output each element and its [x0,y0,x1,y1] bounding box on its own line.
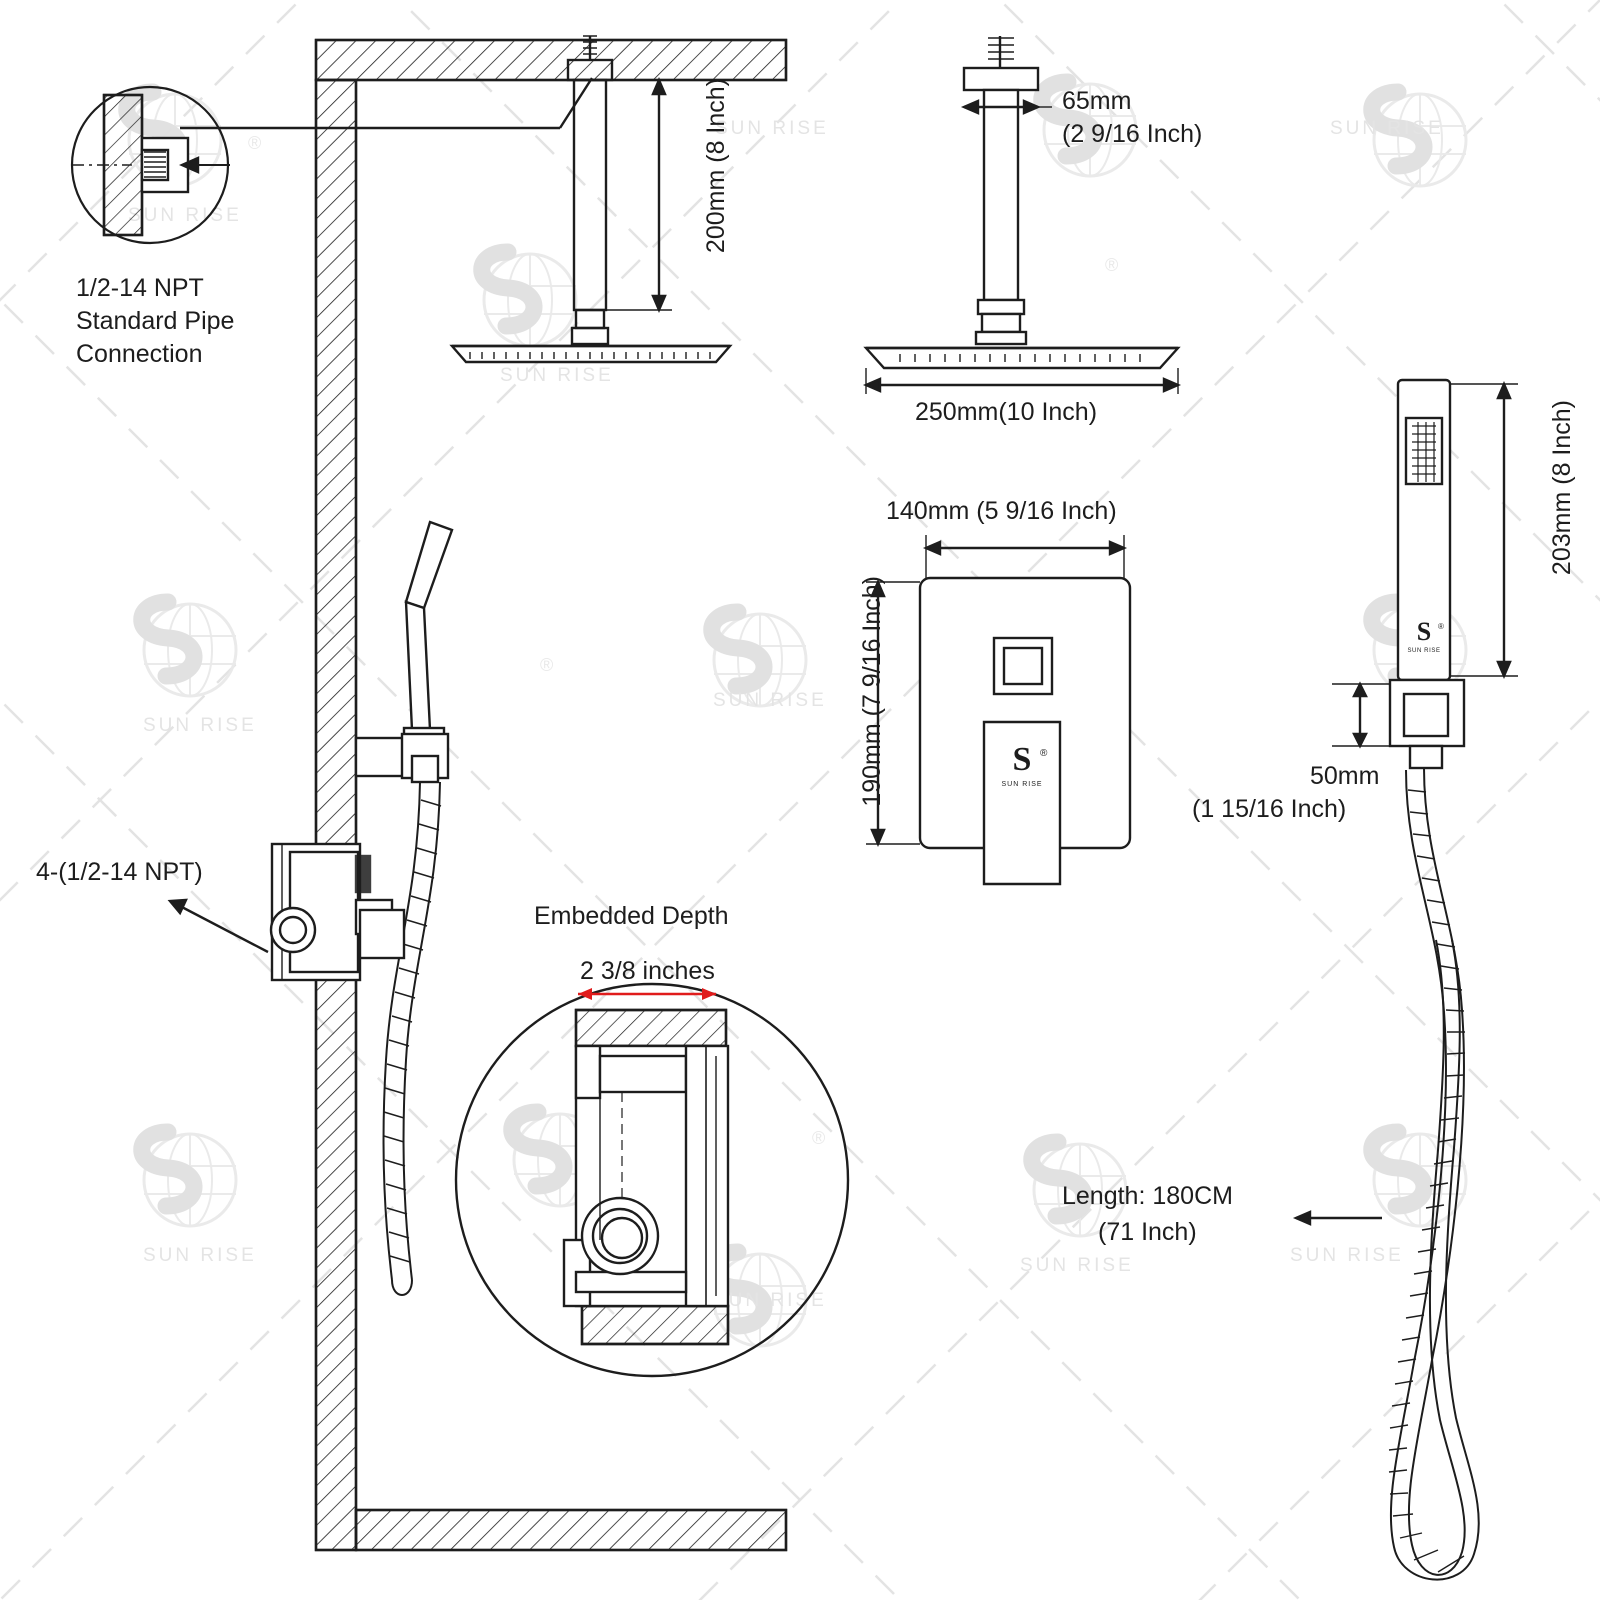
label-holder-width-inch: (1 15/16 Inch) [1192,795,1347,823]
label-hose-length-inch: (71 Inch) [1098,1218,1197,1246]
handheld-brand-logo: S ® SUN RISE [1407,617,1444,654]
label-holder-width-mm: 50mm [1310,762,1380,790]
label-valve-height: 190mm (7 9/16 Inch) [858,576,886,807]
label-embedded-depth-title: Embedded Depth [534,902,729,930]
label-head-width: 250mm(10 Inch) [915,398,1098,426]
label-handheld-length: 203mm (8 Inch) [1548,400,1576,576]
label-arm-diameter-mm: 65mm [1062,87,1132,115]
svg-text:SUN RISE: SUN RISE [1001,781,1042,788]
label-ports-npt: 4-(1/2-14 NPT) [36,858,203,886]
label-arm-diameter-inch: (2 9/16 Inch) [1062,120,1203,148]
svg-text:S: S [1013,741,1032,778]
label-arm-length: 200mm (8 Inch) [702,78,730,254]
valve-brand-logo: S ® SUN RISE [1001,741,1048,788]
svg-text:S: S [1417,617,1431,646]
label-npt-connection: 1/2-14 NPT Standard Pipe Connection [76,274,235,368]
svg-text:SUN RISE: SUN RISE [1407,648,1440,654]
svg-text:®: ® [1438,622,1444,631]
label-valve-width: 140mm (5 9/16 Inch) [886,497,1117,525]
svg-text:®: ® [1040,748,1048,759]
label-hose-length-cm: Length: 180CM [1062,1182,1233,1210]
label-embedded-depth-value: 2 3/8 inches [580,957,715,985]
